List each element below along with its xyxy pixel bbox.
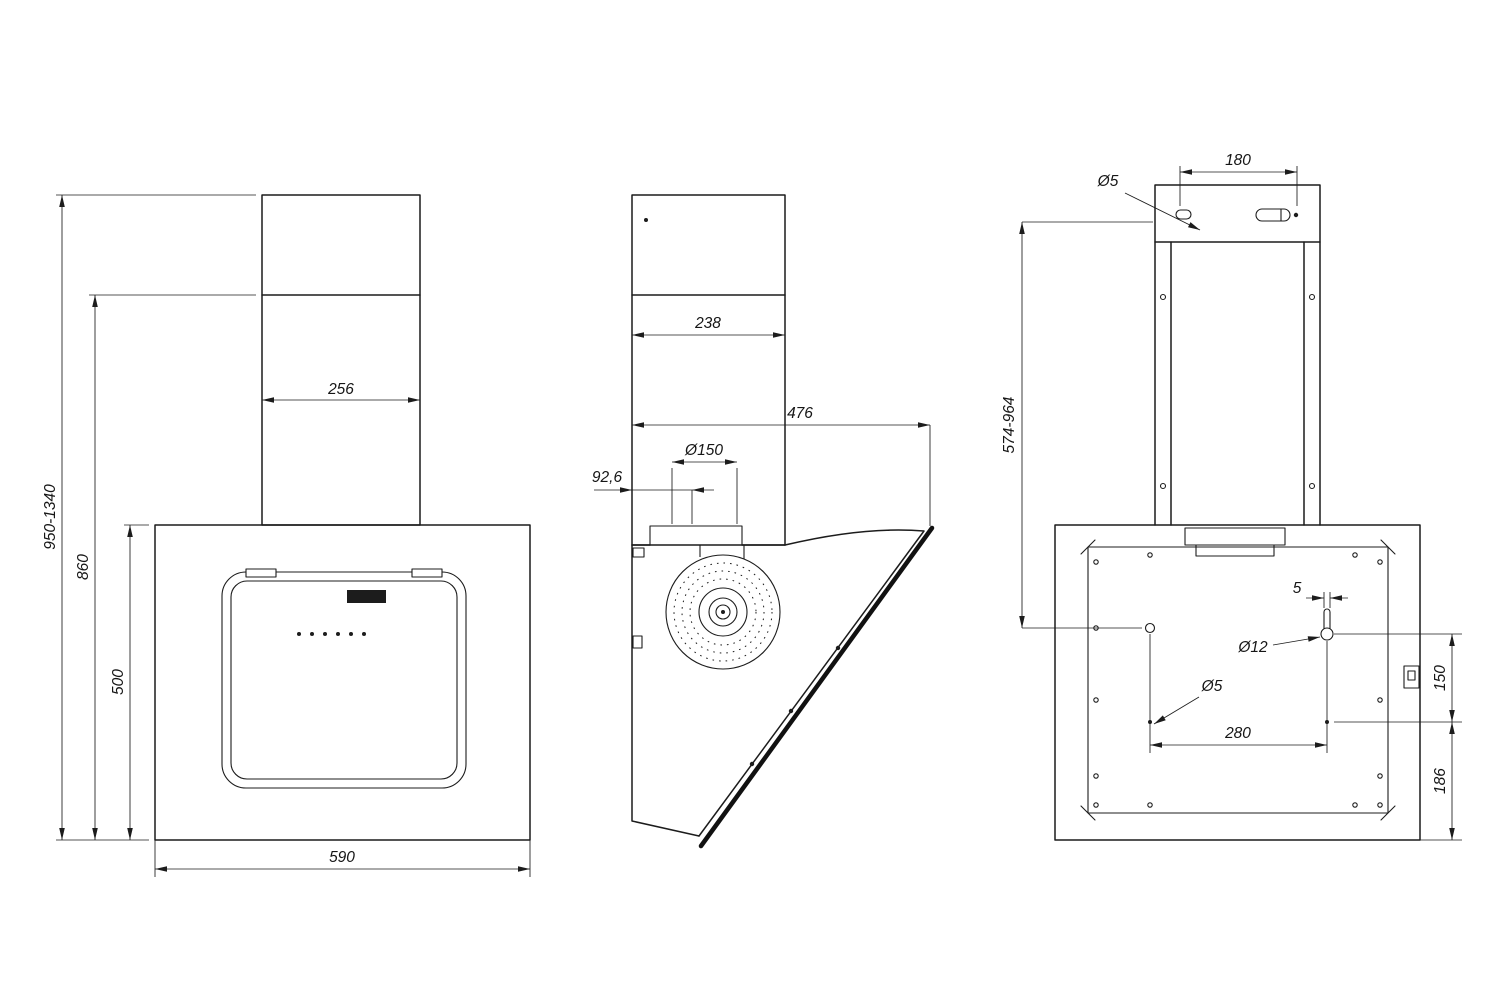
rail-hole-2 bbox=[1308, 293, 1316, 301]
keyhole-slot-width-dim: 5 bbox=[1293, 580, 1302, 597]
side-chimney bbox=[631, 194, 786, 546]
back-bracket-upper bbox=[632, 547, 645, 558]
front-control-panel bbox=[297, 590, 386, 636]
mounting-height-range-dim: 574-964 bbox=[1001, 396, 1018, 453]
rear-bracket bbox=[1154, 184, 1321, 526]
front-overall-height-dim: 950-1340 bbox=[42, 484, 59, 550]
bracket-top-plate bbox=[1154, 184, 1321, 243]
fan-perforation-ring-1 bbox=[673, 562, 773, 662]
rear-mounting-holes bbox=[1144, 608, 1334, 724]
fan-impeller-inner bbox=[708, 597, 738, 627]
side-body-front bbox=[698, 529, 925, 837]
hole-diameter-dim: Ø5 bbox=[1201, 678, 1223, 695]
rail-hole-4 bbox=[1308, 482, 1316, 490]
fan-axis-dot bbox=[721, 610, 725, 614]
front-dimension-lines bbox=[56, 194, 531, 877]
rear-view: 180 Ø5 574-964 5 Ø12 Ø5 150 186 280 bbox=[1001, 152, 1462, 841]
front-glass-panel-inner bbox=[230, 580, 458, 780]
rear-back-panel bbox=[1087, 546, 1389, 814]
side-view: 238 476 Ø150 92,6 bbox=[592, 194, 935, 849]
hole-bottom-offset-dim: 186 bbox=[1432, 768, 1449, 794]
terminal-box bbox=[1403, 665, 1420, 689]
front-body bbox=[154, 524, 531, 841]
glass-clamp-left bbox=[245, 568, 277, 578]
back-bracket-lower bbox=[632, 635, 643, 649]
bracket-left-slot bbox=[1175, 209, 1192, 220]
glass-screw-3 bbox=[749, 761, 755, 767]
hole-horizontal-spacing-dim: 280 bbox=[1224, 725, 1251, 742]
glass-clamp-right bbox=[411, 568, 443, 578]
bracket-hole-diameter-dim: Ø5 bbox=[1097, 173, 1119, 190]
rear-body-outline bbox=[1054, 524, 1421, 841]
control-button-2 bbox=[310, 632, 314, 636]
control-button-5 bbox=[349, 632, 353, 636]
bracket-pin-dot bbox=[1293, 212, 1299, 218]
fan-impeller-outer bbox=[698, 587, 748, 637]
fan-assembly bbox=[665, 545, 781, 670]
hole-vertical-spacing-dim: 150 bbox=[1432, 665, 1449, 691]
front-chimney bbox=[261, 194, 421, 526]
front-chimney-bottom-height-dim: 860 bbox=[75, 554, 92, 580]
fan-perforation-ring-3 bbox=[689, 578, 757, 646]
rear-top-cutout bbox=[1184, 527, 1286, 546]
keyhole-diameter-dim: Ø12 bbox=[1237, 639, 1268, 656]
bracket-slot-spacing-dim: 180 bbox=[1225, 152, 1251, 169]
control-button-1 bbox=[297, 632, 301, 636]
duct-diameter-dim: Ø150 bbox=[684, 442, 723, 459]
rail-hole-3 bbox=[1159, 482, 1167, 490]
side-dimension-lines bbox=[594, 332, 931, 526]
front-body-height-dim: 500 bbox=[110, 669, 127, 695]
display-window bbox=[347, 590, 386, 603]
rear-body bbox=[1054, 524, 1421, 841]
front-glass-panel-outer bbox=[221, 571, 467, 789]
duct-offset-dim: 92,6 bbox=[592, 469, 623, 486]
side-overall-depth-dim: 476 bbox=[787, 405, 813, 422]
mount-keyhole-slot bbox=[1323, 608, 1331, 629]
fan-hub bbox=[715, 604, 731, 620]
rail-hole-1 bbox=[1159, 293, 1167, 301]
rear-top-cutout-tab bbox=[1195, 544, 1275, 557]
front-body-width-dim: 590 bbox=[329, 849, 355, 866]
terminal-box-inner bbox=[1407, 670, 1416, 681]
front-chimney-width-dim: 256 bbox=[327, 381, 354, 398]
front-hood-outline bbox=[154, 194, 531, 841]
chimney-screw-dot bbox=[644, 218, 648, 222]
control-button-3 bbox=[323, 632, 327, 636]
rear-panel-screws bbox=[1093, 552, 1383, 808]
glass-screw-1 bbox=[835, 645, 841, 651]
front-view: 256 590 950-1340 860 500 bbox=[42, 194, 531, 877]
mount-hole-left bbox=[1144, 622, 1156, 634]
side-hood-outline bbox=[631, 194, 925, 837]
mount-keyhole bbox=[1320, 627, 1334, 641]
side-body-back bbox=[631, 544, 700, 837]
control-button-4 bbox=[336, 632, 340, 636]
fan-perforation-ring-2 bbox=[681, 570, 765, 654]
glass-screw-2 bbox=[788, 708, 794, 714]
side-chimney-depth-dim: 238 bbox=[694, 315, 721, 332]
duct-outlet bbox=[649, 525, 743, 546]
fan-housing bbox=[665, 554, 781, 670]
bracket-keyhole-slot bbox=[1255, 208, 1291, 222]
control-button-6 bbox=[362, 632, 366, 636]
inclined-glass-panel bbox=[698, 525, 935, 849]
rear-dimension-lines bbox=[1019, 166, 1462, 841]
